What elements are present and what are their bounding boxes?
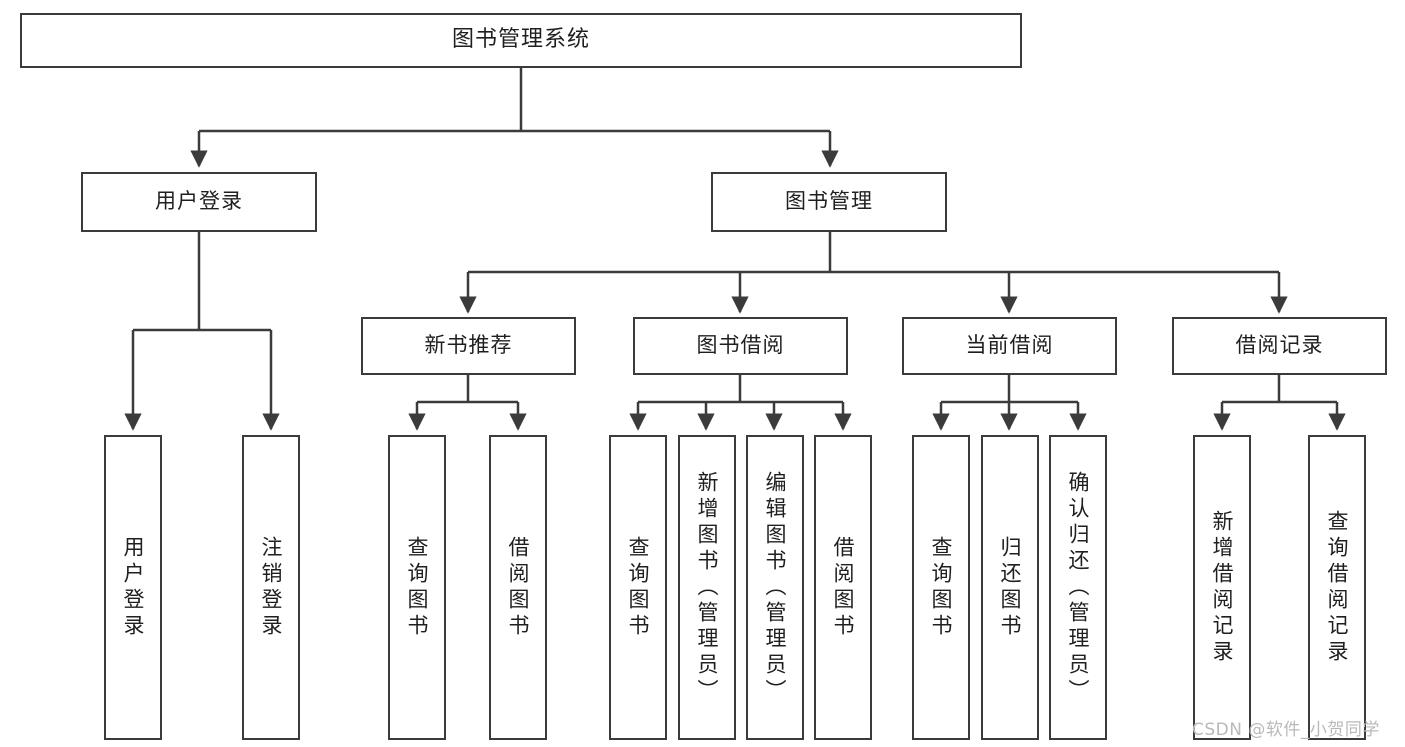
leaf-add-book[interactable]: 新增图书（管理员） [678,435,736,740]
leaf-label: 编辑图书（管理员） [763,470,788,705]
leaf-label: 确认归还（管理员） [1066,470,1091,705]
leaf-label: 查询图书 [626,535,651,640]
node-current-borrow[interactable]: 当前借阅 [902,317,1117,375]
leaf-add-record[interactable]: 新增借阅记录 [1193,435,1251,740]
leaf-label: 查询图书 [405,535,430,640]
leaf-label: 新增借阅记录 [1210,509,1235,666]
leaf-query-book-2[interactable]: 查询图书 [609,435,667,740]
leaf-confirm-return[interactable]: 确认归还（管理员） [1049,435,1107,740]
leaf-label: 注销登录 [259,535,284,640]
node-borrow-record[interactable]: 借阅记录 [1172,317,1387,375]
leaf-query-book-1[interactable]: 查询图书 [388,435,446,740]
leaf-label: 用户登录 [121,535,146,640]
node-user-login[interactable]: 用户登录 [81,172,317,232]
leaf-label: 查询图书 [929,535,954,640]
node-new-book-recommend[interactable]: 新书推荐 [361,317,576,375]
leaf-label: 借阅图书 [831,535,856,640]
leaf-label: 借阅图书 [506,535,531,640]
node-book-borrow[interactable]: 图书借阅 [633,317,848,375]
csdn-watermark: CSDN @软件_小贺同学 [1192,720,1380,740]
leaf-label: 归还图书 [998,535,1023,640]
leaf-borrow-book-2[interactable]: 借阅图书 [814,435,872,740]
leaf-user-login[interactable]: 用户登录 [104,435,162,740]
leaf-label: 查询借阅记录 [1325,509,1350,666]
leaf-query-record[interactable]: 查询借阅记录 [1308,435,1366,740]
leaf-query-book-3[interactable]: 查询图书 [912,435,970,740]
leaf-label: 新增图书（管理员） [695,470,720,705]
node-book-manage[interactable]: 图书管理 [711,172,947,232]
leaf-borrow-book-1[interactable]: 借阅图书 [489,435,547,740]
leaf-edit-book[interactable]: 编辑图书（管理员） [746,435,804,740]
leaf-return-book[interactable]: 归还图书 [981,435,1039,740]
node-root[interactable]: 图书管理系统 [20,13,1022,68]
leaf-logout-login[interactable]: 注销登录 [242,435,300,740]
